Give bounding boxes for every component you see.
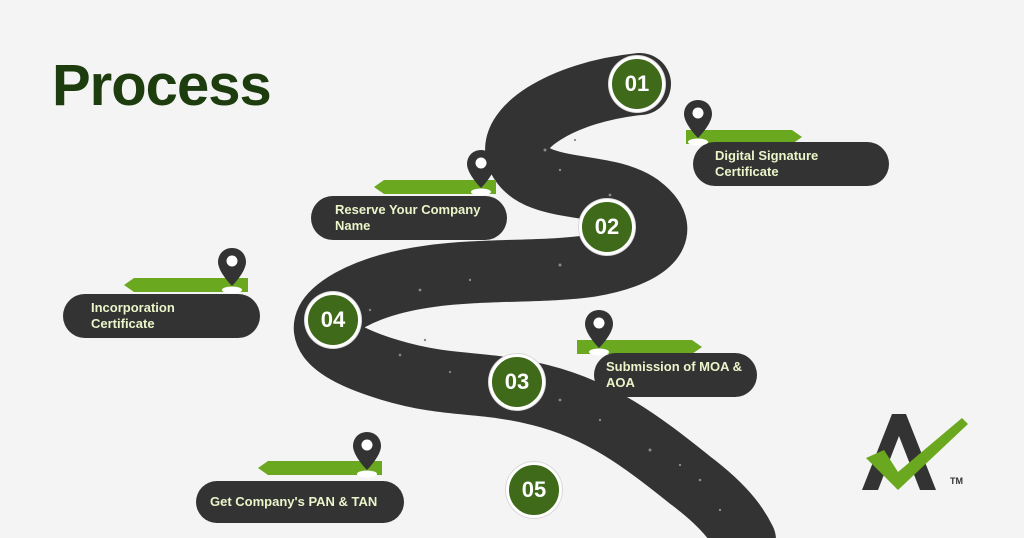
step-label: Reserve Your Company (335, 202, 481, 217)
step-label: Submission of MOA & (606, 359, 743, 374)
step-card-03: Submission of MOA & AOA (594, 353, 757, 397)
step-number-05: 05 (506, 462, 562, 518)
step-label: Certificate (91, 316, 155, 331)
step-card-04: Incorporation Certificate (63, 294, 260, 338)
map-pin-icon (684, 100, 712, 146)
trademark-label: TM (950, 476, 963, 486)
step-label: Digital Signature (715, 148, 819, 163)
accent-tab (124, 278, 248, 292)
map-pin-icon (467, 150, 495, 196)
accent-tab (258, 461, 382, 475)
step-label: AOA (606, 375, 635, 390)
step-number-03: 03 (489, 354, 545, 410)
step-card-05: Get Company's PAN & TAN (196, 481, 404, 523)
step-number-02: 02 (579, 199, 635, 255)
step-label: Certificate (715, 164, 779, 179)
step-number-04: 04 (305, 292, 361, 348)
accent-tab (686, 130, 802, 144)
step-label: Name (335, 218, 371, 233)
step-card-01: Digital Signature Certificate (693, 142, 889, 186)
map-pin-icon (585, 310, 613, 356)
map-pin-icon (353, 432, 381, 478)
checkmark-logo-icon (862, 414, 968, 490)
accent-tab (374, 180, 496, 194)
step-card-02: Reserve Your Company Name (311, 196, 507, 240)
page-title: Process (52, 53, 272, 118)
step-number-01: 01 (609, 56, 665, 112)
step-label: Get Company's PAN & TAN (210, 494, 378, 509)
step-label: Incorporation (91, 300, 175, 315)
map-pin-icon (218, 248, 246, 294)
